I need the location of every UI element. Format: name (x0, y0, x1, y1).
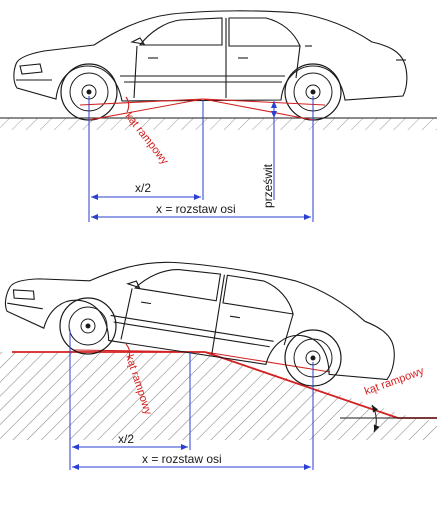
top-half-wheelbase-dimension: x/2 (91, 181, 201, 200)
bottom-dimension-verticals (69, 330, 314, 470)
bottom-half-wheelbase-label: x/2 (118, 432, 134, 446)
bottom-front-wheel (59, 297, 117, 355)
bottom-ground (0, 352, 437, 500)
bottom-view: x/2 x = rozstaw osi kąt rampowy kąt ramp… (0, 261, 437, 500)
bottom-wheelbase-label: x = rozstaw osi (142, 452, 222, 466)
top-wheelbase-label: x = rozstaw osi (156, 202, 236, 216)
top-car (13, 10, 408, 102)
bottom-slope-angle-marker (340, 404, 437, 433)
top-ground (0, 117, 437, 130)
top-ground-clearance: prześwit (261, 101, 277, 208)
bottom-car (4, 261, 395, 381)
top-view: kąt rampowy prześwit x/2 x = rozstaw osi (0, 10, 437, 222)
top-half-wheelbase-label: x/2 (135, 181, 151, 195)
top-dimension-verticals (88, 96, 314, 222)
bottom-wheelbase-dimension: x = rozstaw osi (72, 452, 311, 470)
ground-clearance-label: prześwit (261, 163, 275, 208)
top-wheelbase-dimension: x = rozstaw osi (91, 202, 311, 220)
bottom-half-wheelbase-dimension: x/2 (72, 432, 188, 450)
bottom-ramp-angle-label-slope: kąt rampowy (363, 365, 426, 398)
top-ramp-lines (79, 96, 326, 121)
top-rear-wheel (284, 63, 342, 121)
